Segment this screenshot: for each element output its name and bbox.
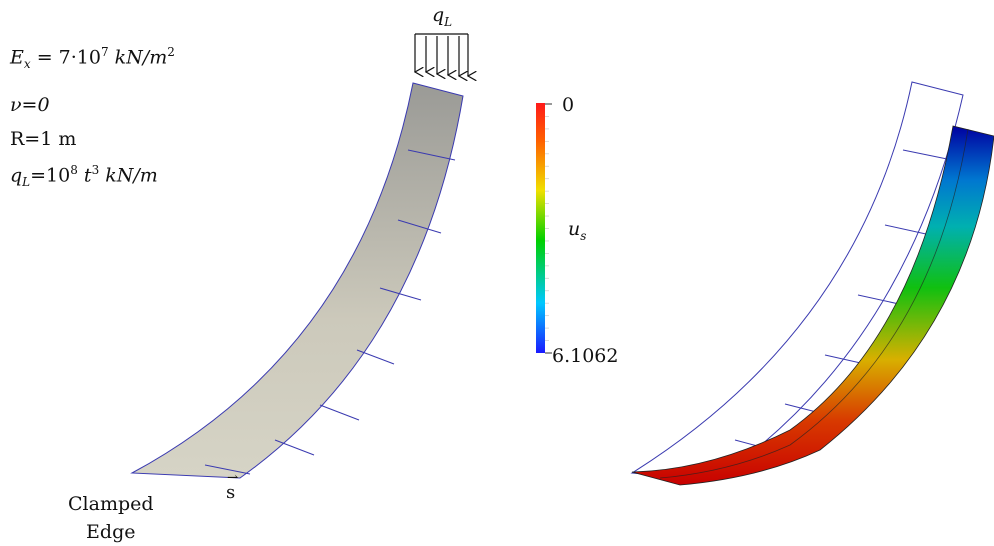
shell-mesh-lines <box>204 149 456 475</box>
deformed-shell <box>631 125 994 486</box>
clamped-edge-label: Clamped Edge <box>68 493 154 543</box>
param-poisson: ν=0 <box>10 94 50 116</box>
param-radius: R=1 m <box>10 128 77 150</box>
distributed-load-arrows <box>415 33 468 76</box>
colorbar <box>536 103 552 354</box>
shell-surface <box>130 82 464 479</box>
colorbar-bottom-value: 6.1062 <box>552 345 619 367</box>
arc-coordinate-label: ⇀ s <box>226 470 239 503</box>
param-load: qL=108 t3 kN/m <box>10 163 158 190</box>
undeformed-shell <box>130 82 464 479</box>
param-youngs-modulus: Ex = 7·107 kN/m2 <box>10 45 175 72</box>
colorbar-gradient <box>536 103 545 353</box>
deformed-midline <box>659 128 969 479</box>
deformed-surface <box>631 125 994 486</box>
colorbar-minor-ticks <box>545 116 549 341</box>
colorbar-variable-label: us <box>568 218 587 243</box>
colorbar-top-value: 0 <box>562 94 575 116</box>
load-label: qL <box>432 4 453 29</box>
arrow-icon: ⇀ <box>227 470 239 486</box>
